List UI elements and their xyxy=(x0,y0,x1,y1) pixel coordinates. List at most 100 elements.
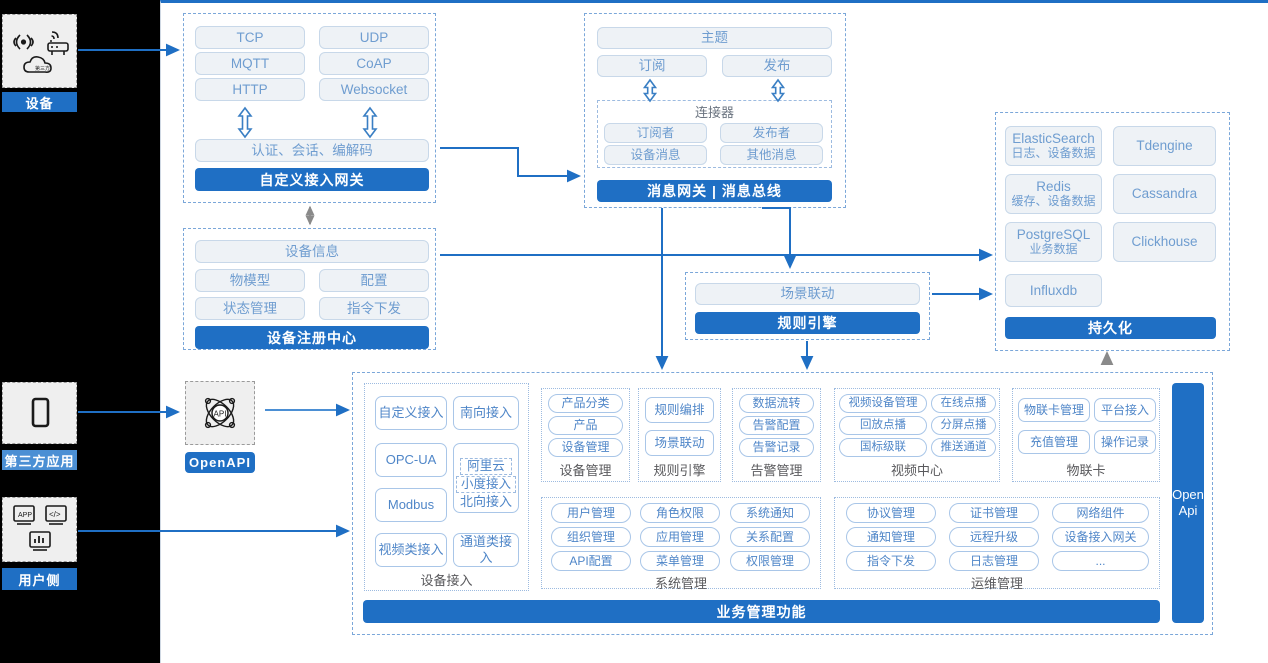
rule-scene-linkage[interactable]: 场景联动 xyxy=(695,283,920,305)
am-alarm-config[interactable]: 告警配置 xyxy=(739,416,814,435)
ic-platform-access[interactable]: 平台接入 xyxy=(1094,398,1156,422)
device-access-group xyxy=(364,383,529,591)
vc-gb-cascade[interactable]: 国标级联 xyxy=(839,438,927,457)
connector-other-message[interactable]: 其他消息 xyxy=(720,145,823,165)
connector-title: 连接器 xyxy=(694,104,734,120)
db-elasticsearch-desc: 日志、设备数据 xyxy=(1011,145,1096,160)
dm-product-category[interactable]: 产品分类 xyxy=(548,394,623,413)
access-northbound-label: 北向接入 xyxy=(459,494,512,510)
device-thing-model[interactable]: 物模型 xyxy=(195,269,305,292)
rail-label-device: 设备 xyxy=(2,92,77,112)
group-alarm-mgmt-title: 告警管理 xyxy=(750,462,803,478)
protocol-coap[interactable]: CoAP xyxy=(319,52,429,75)
device-access-title: 设备接入 xyxy=(420,572,473,588)
gateway-group xyxy=(183,13,436,203)
device-icon-box: 第三方 xyxy=(2,14,77,88)
db-tdengine[interactable]: Tdengine xyxy=(1113,126,1216,166)
protocol-http[interactable]: HTTP xyxy=(195,78,305,101)
om-command-dispatch[interactable]: 指令下发 xyxy=(846,551,936,571)
vc-online-play[interactable]: 在线点播 xyxy=(931,394,996,413)
db-redis[interactable]: Redis 缓存、设备数据 xyxy=(1005,174,1102,214)
db-redis-name: Redis xyxy=(1036,179,1071,195)
svg-text:</>: </> xyxy=(49,510,61,519)
svg-text:APP: APP xyxy=(18,512,32,519)
openapi-label: OpenAPI xyxy=(185,452,255,473)
business-group xyxy=(352,372,1213,635)
group-device-mgmt xyxy=(541,388,630,482)
group-rule-engine xyxy=(638,388,721,482)
access-video[interactable]: 视频类接入 xyxy=(375,533,447,567)
re-rule-orchestration[interactable]: 规则编排 xyxy=(645,397,714,423)
om-more[interactable]: ... xyxy=(1052,551,1149,571)
device-info[interactable]: 设备信息 xyxy=(195,240,429,263)
sm-relation-config[interactable]: 关系配置 xyxy=(730,527,810,547)
om-remote-upgrade[interactable]: 远程升级 xyxy=(949,527,1039,547)
om-protocol-mgmt[interactable]: 协议管理 xyxy=(846,503,936,523)
user-icon-box: APP </> xyxy=(2,497,77,562)
rule-engine-footer: 规则引擎 xyxy=(695,312,920,334)
protocol-tcp[interactable]: TCP xyxy=(195,26,305,49)
group-iot-card xyxy=(1012,388,1160,482)
access-modbus[interactable]: Modbus xyxy=(375,488,447,522)
vc-push-channel[interactable]: 推送通道 xyxy=(931,438,996,457)
access-custom[interactable]: 自定义接入 xyxy=(375,396,447,430)
dm-device-mgmt[interactable]: 设备管理 xyxy=(548,438,623,457)
om-log-mgmt[interactable]: 日志管理 xyxy=(949,551,1039,571)
am-alarm-record[interactable]: 告警记录 xyxy=(739,438,814,457)
connector-group xyxy=(597,100,832,168)
group-ops-mgmt xyxy=(834,497,1160,589)
vc-video-device-mgmt[interactable]: 视频设备管理 xyxy=(839,394,927,413)
group-ops-mgmt-title: 运维管理 xyxy=(970,575,1023,591)
om-network-component[interactable]: 网络组件 xyxy=(1052,503,1149,523)
connector-publisher[interactable]: 发布者 xyxy=(720,123,823,143)
db-clickhouse[interactable]: Clickhouse xyxy=(1113,222,1216,262)
group-system-mgmt xyxy=(541,497,821,589)
dm-product[interactable]: 产品 xyxy=(548,416,623,435)
bus-subscribe[interactable]: 订阅 xyxy=(597,55,707,77)
db-influxdb[interactable]: Influxdb xyxy=(1005,274,1102,307)
vc-playback[interactable]: 回放点播 xyxy=(839,416,927,435)
connector-subscriber[interactable]: 订阅者 xyxy=(604,123,707,143)
access-xiaodu[interactable]: 小度接入 xyxy=(455,476,516,494)
message-bus-group xyxy=(584,13,846,208)
sm-system-notice[interactable]: 系统通知 xyxy=(730,503,810,523)
om-notice-mgmt[interactable]: 通知管理 xyxy=(846,527,936,547)
business-footer: 业务管理功能 xyxy=(363,600,1160,623)
access-channel[interactable]: 通道类接入 xyxy=(453,533,519,567)
access-southbound[interactable]: 南向接入 xyxy=(453,396,519,430)
device-config[interactable]: 配置 xyxy=(319,269,429,292)
am-data-flow[interactable]: 数据流转 xyxy=(739,394,814,413)
device-state-mgmt[interactable]: 状态管理 xyxy=(195,297,305,320)
protocol-websocket[interactable]: Websocket xyxy=(319,78,429,101)
ic-recharge-mgmt[interactable]: 充值管理 xyxy=(1018,430,1090,454)
sm-app-mgmt[interactable]: 应用管理 xyxy=(640,527,720,547)
protocol-udp[interactable]: UDP xyxy=(319,26,429,49)
connector-device-message[interactable]: 设备消息 xyxy=(604,145,707,165)
ic-card-mgmt[interactable]: 物联卡管理 xyxy=(1018,398,1090,422)
sm-menu-mgmt[interactable]: 菜单管理 xyxy=(640,551,720,571)
access-aliyun[interactable]: 阿里云 xyxy=(460,458,512,476)
protocol-mqtt[interactable]: MQTT xyxy=(195,52,305,75)
bus-publish[interactable]: 发布 xyxy=(722,55,832,77)
sm-perm-mgmt[interactable]: 权限管理 xyxy=(730,551,810,571)
gateway-footer: 自定义接入网关 xyxy=(195,168,429,191)
ic-operation-log[interactable]: 操作记录 xyxy=(1094,430,1156,454)
device-command-dispatch[interactable]: 指令下发 xyxy=(319,297,429,320)
sm-api-config[interactable]: API配置 xyxy=(551,551,631,571)
db-elasticsearch[interactable]: ElasticSearch 日志、设备数据 xyxy=(1005,126,1102,166)
db-elasticsearch-name: ElasticSearch xyxy=(1012,131,1095,147)
access-opc-ua[interactable]: OPC-UA xyxy=(375,443,447,477)
device-center-group xyxy=(183,228,436,350)
re-scene-linkage[interactable]: 场景联动 xyxy=(645,430,714,456)
sm-org-mgmt[interactable]: 组织管理 xyxy=(551,527,631,547)
persistence-group xyxy=(995,112,1230,351)
sm-user-mgmt[interactable]: 用户管理 xyxy=(551,503,631,523)
vc-split-screen[interactable]: 分屏点播 xyxy=(931,416,996,435)
om-device-access-gateway[interactable]: 设备接入网关 xyxy=(1052,527,1149,547)
sm-role-perm[interactable]: 角色权限 xyxy=(640,503,720,523)
db-cassandra[interactable]: Cassandra xyxy=(1113,174,1216,214)
om-cert-mgmt[interactable]: 证书管理 xyxy=(949,503,1039,523)
db-postgresql[interactable]: PostgreSQL 业务数据 xyxy=(1005,222,1102,262)
bus-topic[interactable]: 主题 xyxy=(597,27,832,49)
rail-label-user: 用户侧 xyxy=(2,568,77,590)
